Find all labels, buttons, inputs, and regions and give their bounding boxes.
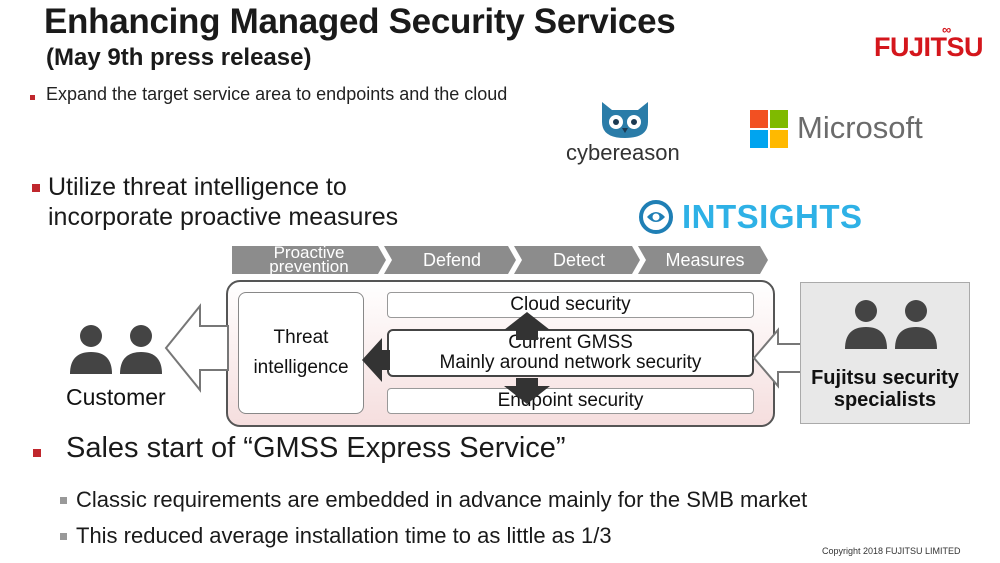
specialists-label: Fujitsu security specialists [811, 367, 959, 411]
gmss-line1: Current GMSS [508, 332, 633, 353]
microsoft-logo-icon [750, 110, 788, 148]
bullet-marker [33, 449, 41, 457]
bullet-marker [30, 95, 35, 100]
cloud-security-label: Cloud security [510, 294, 631, 315]
stage-label: Proactive prevention [269, 243, 349, 276]
intsights-logo-icon [639, 200, 673, 234]
specialists-people-icon [845, 300, 937, 349]
stage-detect: Detect [520, 246, 638, 274]
copyright-text: Copyright 2018 FUJITSU LIMITED [822, 546, 961, 556]
fujitsu-logo: FUJITSU ∞ [874, 22, 984, 63]
sub-bullet-smb: Classic requirements are embedded in adv… [76, 487, 808, 512]
bullet-expand-area: Expand the target service area to endpoi… [46, 84, 507, 105]
stage-chevrons-graphic [232, 246, 768, 274]
expansion-arrows-graphic [362, 312, 550, 404]
microsoft-logo-text: Microsoft [797, 110, 923, 145]
intsights-logo-text: INTSIGHTS [682, 198, 863, 235]
customer-label: Customer [66, 384, 166, 410]
fujitsu-specialists-box: Fujitsu security specialists [800, 282, 970, 424]
bullet-sales-text: Sales start of “GMSS Express Service” [66, 432, 566, 464]
cybereason-logo-text: cybereason [566, 140, 680, 165]
stage-label: Measures [665, 249, 745, 270]
stage-measures: Measures [644, 246, 766, 274]
stage-proactive-prevention: Proactive prevention [236, 243, 382, 276]
bullet-expand-text: Expand the target service area to endpoi… [46, 84, 508, 104]
page-subtitle: (May 9th press release) [46, 44, 312, 71]
page-title: Enhancing Managed Security Services [44, 2, 676, 41]
gmss-line2: Mainly around network security [439, 352, 702, 373]
customer-arrow-icon [164, 303, 229, 393]
endpoint-security-box: Endpoint security [387, 388, 754, 414]
stage-defend: Defend [390, 246, 514, 274]
sub-bullet-marker [60, 497, 67, 504]
sub-bullet-marker [60, 533, 67, 540]
threat-intelligence-box: Threat intelligence [238, 292, 364, 414]
fujitsu-logo-text: FUJITSU [874, 32, 984, 62]
threat-intelligence-label: Threat intelligence [253, 327, 349, 378]
bullet-marker [32, 184, 40, 192]
current-gmss-box: Current GMSS Mainly around network secur… [387, 329, 754, 377]
cybereason-owl-icon [602, 102, 648, 138]
stage-label: Detect [552, 249, 606, 270]
customer-people-icon [70, 325, 162, 374]
cloud-security-box: Cloud security [387, 292, 754, 318]
sub-bullet-installation: This reduced average installation time t… [76, 523, 612, 548]
bullet-utilize-text: Utilize threat intelligence to incorpora… [48, 173, 399, 231]
stage-bar: Proactive prevention Defend Detect Measu… [232, 243, 772, 276]
infinity-icon: ∞ [942, 22, 951, 37]
stage-label: Defend [422, 249, 482, 270]
